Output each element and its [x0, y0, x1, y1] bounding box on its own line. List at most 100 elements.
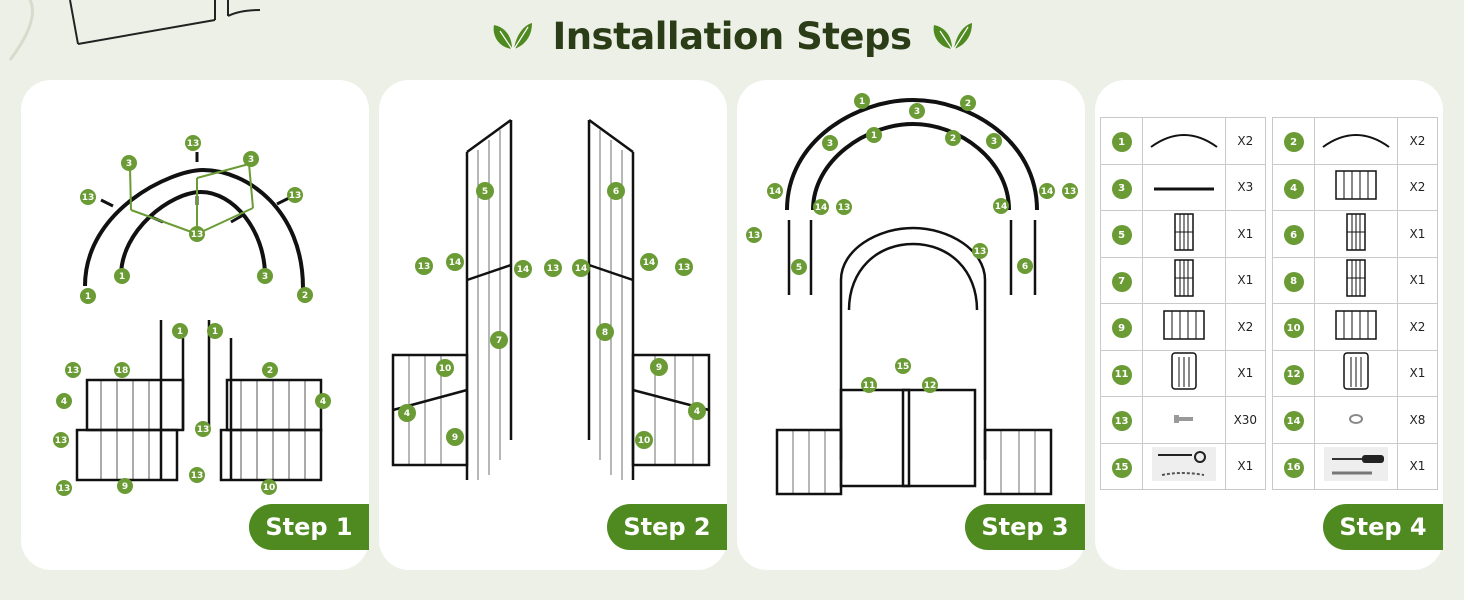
arch-curve-icon	[1142, 117, 1226, 165]
svg-text:5: 5	[482, 187, 488, 197]
svg-text:13: 13	[289, 191, 302, 201]
svg-text:3: 3	[914, 107, 920, 117]
part-quantity: X2	[1396, 117, 1439, 165]
svg-text:14: 14	[769, 187, 782, 197]
svg-text:14: 14	[643, 258, 656, 268]
parts-row: 7 X1	[1099, 256, 1267, 304]
part-number-badge: 11	[1111, 364, 1132, 385]
fence-panel-icon	[1142, 303, 1226, 351]
svg-text:4: 4	[61, 397, 67, 407]
part-number-cell: 10	[1271, 303, 1316, 351]
gate-panel-icon	[1142, 349, 1226, 397]
gate-panel-icon	[1314, 349, 1398, 397]
svg-text:3: 3	[126, 159, 132, 169]
parts-row: 14 X8	[1271, 396, 1439, 444]
part-number-badge: 2	[1283, 132, 1304, 152]
svg-text:9: 9	[122, 482, 128, 492]
svg-text:13: 13	[58, 484, 71, 494]
svg-text:13: 13	[547, 264, 560, 274]
svg-text:11: 11	[863, 381, 876, 391]
part-number-cell: 11	[1099, 349, 1144, 397]
step-4-button[interactable]: Step 4	[1323, 504, 1443, 550]
part-quantity: X8	[1396, 396, 1439, 444]
svg-text:15: 15	[897, 362, 910, 372]
part-quantity: X2	[1224, 303, 1267, 351]
part-quantity: X1	[1396, 349, 1439, 397]
part-number-badge: 6	[1283, 225, 1304, 245]
part-quantity: X2	[1224, 117, 1267, 165]
part-number-cell: 7	[1099, 256, 1144, 304]
svg-text:10: 10	[638, 436, 651, 446]
side-panel-icon	[1314, 256, 1398, 304]
svg-text:3: 3	[262, 272, 268, 282]
svg-text:3: 3	[248, 155, 254, 165]
screwdriver-wrench-icon	[1314, 442, 1398, 490]
part-number-cell: 12	[1271, 349, 1316, 397]
part-number-cell: 1	[1099, 117, 1144, 165]
svg-text:7: 7	[496, 336, 502, 346]
step-1-button[interactable]: Step 1	[249, 504, 369, 550]
part-quantity: X2	[1396, 303, 1439, 351]
part-number-cell: 5	[1099, 210, 1144, 258]
svg-text:13: 13	[678, 263, 691, 273]
part-quantity: X1	[1224, 442, 1267, 490]
straight-bar-icon	[1142, 163, 1226, 211]
svg-text:6: 6	[613, 187, 619, 197]
part-number-cell: 8	[1271, 256, 1316, 304]
svg-text:14: 14	[449, 258, 462, 268]
svg-text:5: 5	[796, 263, 802, 273]
part-quantity: X2	[1396, 163, 1439, 211]
part-number-cell: 9	[1099, 303, 1144, 351]
screw-icon	[1142, 396, 1226, 444]
parts-row: 13 X30	[1099, 396, 1267, 444]
part-number-cell: 2	[1271, 117, 1316, 165]
step-3-button[interactable]: Step 3	[965, 504, 1085, 550]
part-quantity: X1	[1396, 442, 1439, 490]
svg-text:14: 14	[995, 202, 1008, 212]
parts-row: 12 X1	[1271, 349, 1439, 397]
svg-text:13: 13	[55, 436, 68, 446]
parts-row: 1 X2	[1099, 117, 1267, 165]
part-number-cell: 3	[1099, 163, 1144, 211]
svg-text:14: 14	[575, 264, 588, 274]
svg-text:4: 4	[404, 409, 410, 419]
parts-row: 6 X1	[1271, 210, 1439, 258]
svg-text:1: 1	[119, 272, 125, 282]
part-number-cell: 14	[1271, 396, 1316, 444]
part-quantity: X30	[1224, 396, 1267, 444]
fence-panel-icon	[1314, 163, 1398, 211]
part-number-badge: 5	[1111, 225, 1132, 245]
svg-text:9: 9	[452, 433, 458, 443]
svg-text:13: 13	[191, 471, 204, 481]
svg-text:14: 14	[815, 203, 828, 213]
part-number-badge: 8	[1283, 271, 1304, 292]
svg-text:13: 13	[838, 203, 851, 213]
svg-text:13: 13	[67, 366, 80, 376]
svg-text:9: 9	[656, 363, 662, 373]
part-quantity: X1	[1224, 256, 1267, 304]
parts-row: 3 X3	[1099, 163, 1267, 211]
svg-text:13: 13	[82, 193, 95, 203]
part-quantity: X1	[1224, 349, 1267, 397]
nut-icon	[1314, 396, 1398, 444]
part-number-badge: 9	[1111, 318, 1132, 338]
svg-text:12: 12	[924, 381, 937, 391]
svg-text:13: 13	[748, 231, 761, 241]
side-panel-icon	[1142, 210, 1226, 258]
part-quantity: X3	[1224, 163, 1267, 211]
part-number-badge: 13	[1111, 411, 1132, 431]
svg-text:4: 4	[320, 397, 326, 407]
part-quantity: X1	[1396, 210, 1439, 258]
part-number-badge: 12	[1283, 364, 1304, 385]
step-2-button[interactable]: Step 2	[607, 504, 727, 550]
svg-text:13: 13	[197, 425, 210, 435]
leaf-left-icon	[494, 23, 533, 50]
part-quantity: X1	[1396, 256, 1439, 304]
svg-text:3: 3	[827, 139, 833, 149]
svg-text:2: 2	[302, 291, 308, 301]
